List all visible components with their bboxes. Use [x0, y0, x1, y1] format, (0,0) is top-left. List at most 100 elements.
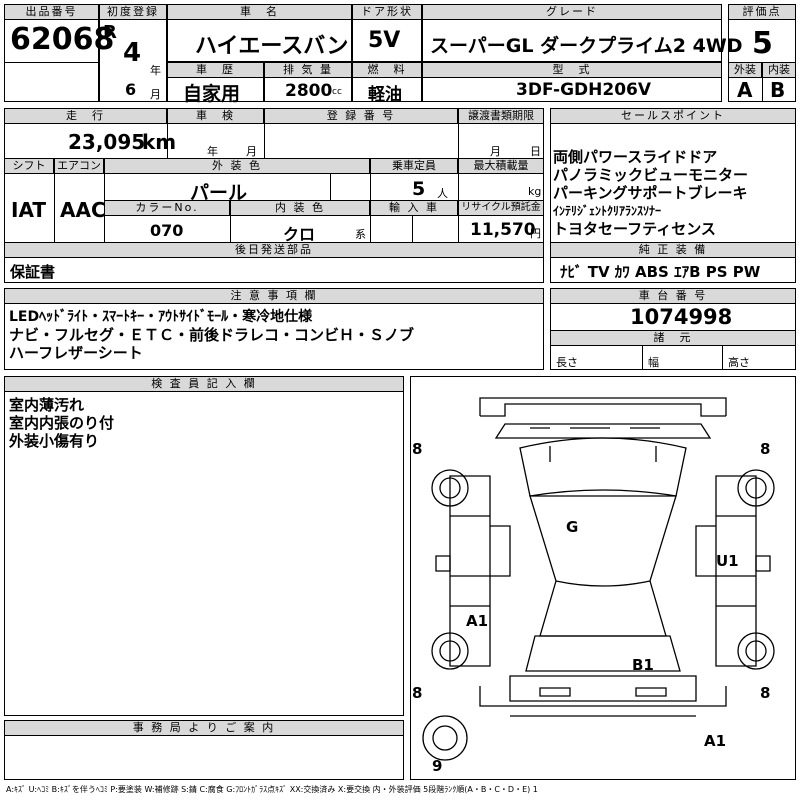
recycle-value: 11,570	[470, 220, 536, 240]
displacement-label: 排 気 量	[264, 62, 352, 78]
inspector-label: 検 査 員 記 入 欄	[4, 376, 404, 392]
car-name-label: 車 名	[167, 4, 352, 20]
inspection-label: 車 検	[167, 108, 264, 124]
damage-mark-b1: B1	[632, 656, 654, 674]
inspector-line: 外装小傷有り	[9, 432, 100, 450]
mileage-label: 走 行	[4, 108, 167, 124]
interior-label: 内装	[762, 62, 796, 78]
displacement-value: 2800	[285, 81, 333, 101]
tire-spare-mark: 9	[432, 757, 443, 775]
capacity-label: 乗車定員	[370, 158, 458, 174]
aircon-label: エアコン	[54, 158, 104, 174]
sales-point: パーキングサポートブレーキ	[553, 184, 748, 202]
car-name-value: ハイエースバン	[195, 34, 349, 59]
width-label: 幅	[648, 356, 659, 369]
equip-value: ﾅﾋﾞ TV ｶﾜ ABS ｴｱB PS PW	[560, 263, 761, 281]
transfer-month-unit: 月	[490, 145, 501, 158]
damage-mark-g: G	[566, 518, 579, 536]
office-label: 事 務 局 よ り ご 案 内	[4, 720, 404, 736]
plate-label: 登 録 番 号	[264, 108, 458, 124]
sales-point: 両側パワースライドドア	[553, 148, 718, 166]
sales-point: ｲﾝﾃﾘｼﾞｪﾝﾄｸﾘｱﾗﾝｽｿﾅｰ	[553, 204, 662, 218]
month-value: 6	[125, 80, 137, 99]
history-label: 車 歴	[167, 62, 264, 78]
door-label: ドア形状	[352, 4, 422, 20]
int-color-label: 内 装 色	[230, 200, 370, 216]
transfer-day-unit: 日	[530, 145, 541, 158]
recycle-label: リサイクル預託金	[458, 200, 544, 216]
later-label: 後日発送部品	[4, 242, 544, 258]
history-value: 自家用	[183, 83, 241, 105]
shift-value: IAT	[11, 198, 47, 222]
model-label: 型 式	[422, 62, 722, 78]
year-value: 4	[123, 38, 142, 68]
registration-label: 初度登録	[99, 4, 167, 20]
model-value: 3DF-GDH206V	[516, 80, 652, 100]
length-label: 長さ	[556, 356, 578, 369]
mileage-unit: km	[142, 130, 177, 154]
color-no-label: カラーNo.	[104, 200, 230, 216]
int-color-value: クロ	[283, 225, 316, 244]
color-label: 外 装 色	[104, 158, 370, 174]
exterior-label: 外装	[728, 62, 762, 78]
inspection-month-unit: 月	[246, 145, 257, 158]
damage-mark-a1-left: A1	[466, 612, 489, 630]
year-unit: 年	[150, 64, 161, 77]
interior-value: B	[770, 78, 786, 102]
damage-mark-a1-rear: A1	[704, 732, 727, 750]
lot-value: 62068	[10, 22, 115, 57]
grade-value: スーパーGL ダークプライム2 4WD	[430, 35, 743, 57]
tire-rl-mark: 8	[412, 684, 423, 702]
score-label: 評価点	[728, 4, 796, 20]
chassis-value: 1074998	[630, 305, 733, 329]
grade-label: グレード	[422, 4, 722, 20]
score-value: 5	[752, 26, 773, 61]
chassis-label: 車 台 番 号	[550, 288, 796, 304]
notes-lines: LEDﾍｯﾄﾞﾗｲﾄ・ｽﾏｰﾄｷｰ・ｱｳﾄｻｲﾄﾞﾓｰﾙ・寒冷地仕様 ナビ・フル…	[9, 308, 414, 362]
int-color-unit: 系	[355, 228, 366, 241]
door-value: 5V	[368, 28, 401, 53]
color-value: パール	[190, 182, 248, 204]
tire-fl-mark: 8	[412, 440, 423, 458]
month-unit: 月	[150, 88, 161, 101]
lot-label: 出品番号	[4, 4, 99, 20]
recycle-unit: 円	[530, 227, 541, 240]
notes-line: ナビ・フルセグ・ＥＴＣ・前後ドラレコ・コンビＨ・Ｓノブ	[9, 326, 415, 344]
notes-line: ハーフレザーシート	[9, 344, 143, 362]
sales-list: 両側パワースライドドア パノラミックビューモニター パーキングサポートブレーキ …	[553, 148, 748, 238]
load-unit: kg	[528, 185, 542, 198]
legend: A:ｷｽﾞ U:ﾍｺﾐ B:ｷｽﾞを伴うﾍｺﾐ P:要塗装 W:補修跡 S:錆 …	[6, 785, 538, 794]
mileage-value: 23,095	[68, 130, 146, 154]
inspector-line: 室内薄汚れ	[9, 396, 85, 414]
fuel-value: 軽油	[368, 85, 402, 105]
dims-label: 諸 元	[550, 330, 796, 346]
import-label: 輸 入 車	[370, 200, 458, 216]
notes-line: LEDﾍｯﾄﾞﾗｲﾄ・ｽﾏｰﾄｷｰ・ｱｳﾄｻｲﾄﾞﾓｰﾙ・寒冷地仕様	[9, 309, 313, 325]
sales-point: トヨタセーフティセンス	[553, 220, 716, 238]
tire-fr-mark: 8	[760, 440, 771, 458]
fuel-label: 燃 料	[352, 62, 422, 78]
car-damage-diagram	[422, 397, 775, 761]
load-label: 最大積載量	[458, 158, 544, 174]
damage-diagram-frame	[410, 376, 796, 780]
sales-point: パノラミックビューモニター	[553, 166, 749, 184]
tire-rr-mark: 8	[760, 684, 771, 702]
capacity-value: 5	[412, 178, 426, 200]
inspection-year-unit: 年	[207, 145, 218, 158]
notes-label: 注 意 事 項 欄	[4, 288, 544, 304]
displacement-unit: cc	[332, 87, 342, 97]
sales-label: セールスポイント	[550, 108, 796, 124]
aircon-value: AAC	[60, 198, 106, 222]
capacity-unit: 人	[437, 187, 448, 200]
era-value: R	[103, 22, 117, 43]
inspector-lines: 室内薄汚れ 室内内張のり付 外装小傷有り	[9, 396, 114, 450]
equip-label: 純 正 装 備	[550, 242, 796, 258]
color-no-value: 070	[150, 221, 184, 240]
exterior-value: A	[737, 78, 753, 102]
damage-mark-u1: U1	[716, 552, 739, 570]
shift-label: シフト	[4, 158, 54, 174]
inspector-line: 室内内張のり付	[9, 414, 115, 432]
transfer-label: 譲渡書類期限	[458, 108, 544, 124]
later-value: 保証書	[10, 263, 56, 281]
height-label: 高さ	[728, 356, 750, 369]
